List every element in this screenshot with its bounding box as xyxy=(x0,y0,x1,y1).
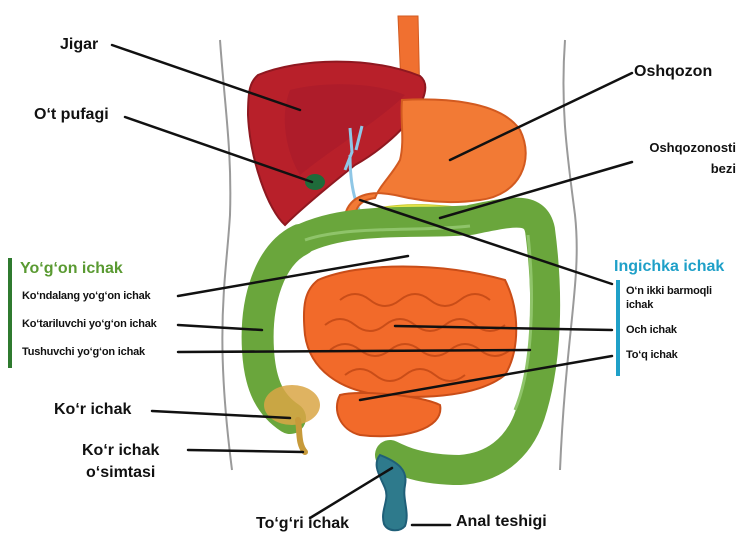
label-cecum: Ko‘r ichak xyxy=(54,401,131,419)
label-duodenum: O‘n ikki barmoqli ichak xyxy=(626,284,726,312)
label-pancreas-line1: Oshqozonosti xyxy=(634,137,736,158)
label-stomach: Oshqozon xyxy=(634,63,712,81)
small-intestine-title: Ingichka ichak xyxy=(614,258,724,276)
label-pancreas-line2: bezi xyxy=(634,158,736,179)
label-transverse-colon: Ko‘ndalang yo‘g‘on ichak xyxy=(22,290,150,302)
label-gallbladder: O‘t pufagi xyxy=(34,106,109,124)
large-intestine-title: Yo‘g‘on ichak xyxy=(20,260,123,278)
label-appendix-line2: o‘simtasi xyxy=(82,462,159,484)
label-pancreas: Oshqozonosti bezi xyxy=(634,137,736,179)
label-ileum: To‘q ichak xyxy=(626,349,678,361)
label-descending-colon: Tushuvchi yo‘g‘on ichak xyxy=(22,346,145,358)
label-ascending-colon: Ko‘tariluvchi yo‘g‘on ichak xyxy=(22,318,157,330)
label-appendix-line1: Ko‘r ichak xyxy=(82,440,159,462)
label-rectum: To‘g‘ri ichak xyxy=(256,515,349,533)
gallbladder xyxy=(305,174,325,190)
label-jejunum: Och ichak xyxy=(626,324,677,336)
label-liver: Jigar xyxy=(60,36,98,54)
small-intestine-bar xyxy=(616,280,620,376)
large-intestine-bar xyxy=(8,258,12,368)
pointer-rectum xyxy=(310,468,392,518)
label-appendix: Ko‘r ichak o‘simtasi xyxy=(82,440,159,484)
label-anus: Anal teshigi xyxy=(456,513,547,531)
pointer-appendix xyxy=(188,450,303,452)
